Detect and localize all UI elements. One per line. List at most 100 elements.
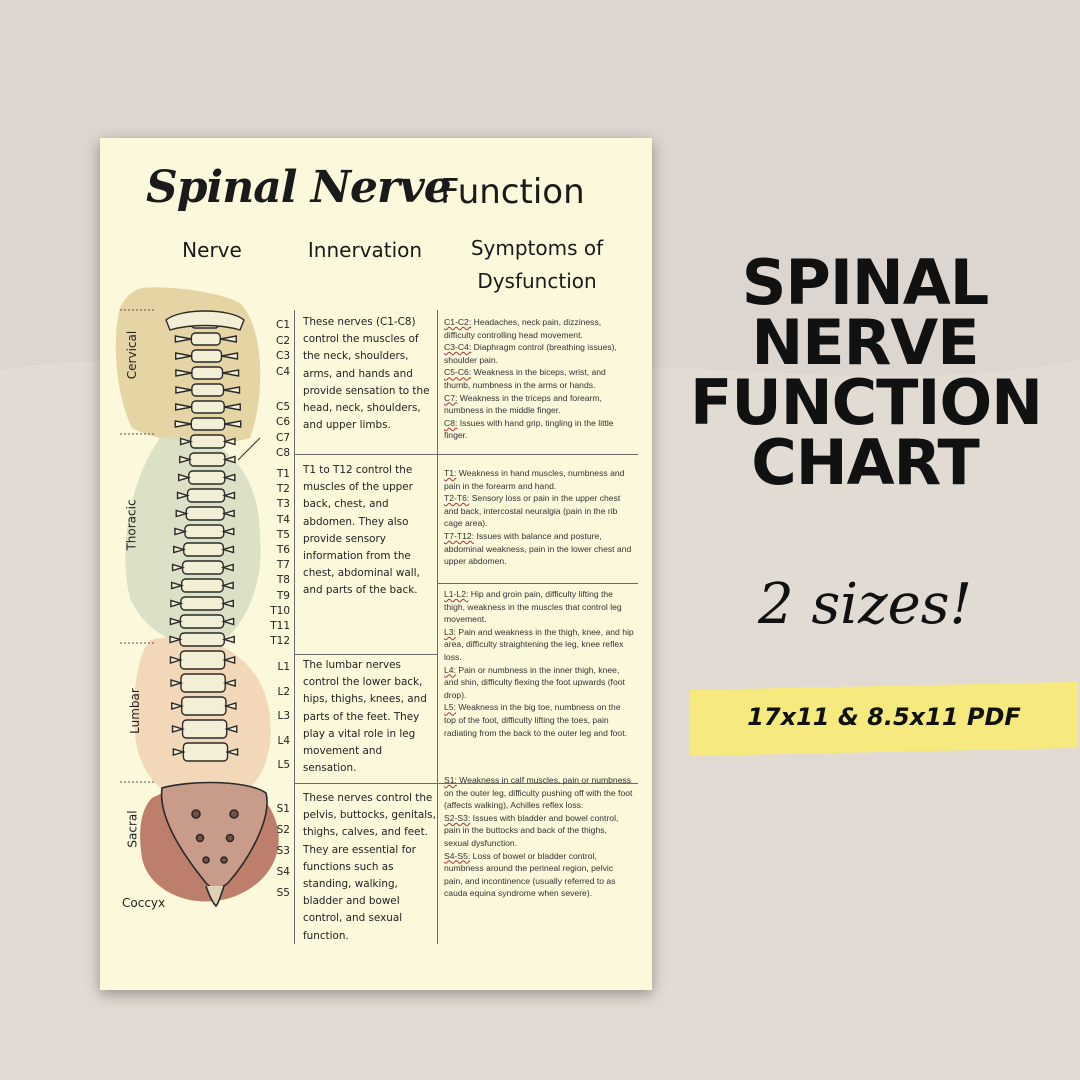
symptom-text: Weakness in calf muscles, pain or numbne…	[444, 775, 633, 811]
nerve-label-c2: C2	[275, 334, 290, 347]
nerve-label-l1: L1	[277, 661, 290, 673]
sacrum	[160, 781, 268, 908]
region-label-sacral: Sacral	[125, 810, 140, 848]
innervation-thoracic: T1 to T12 control the muscles of the upp…	[303, 464, 420, 597]
column-header-nerve: Nerve	[182, 238, 242, 262]
symptom-thoracic-0: T1: Weakness in hand muscles, numbness a…	[444, 467, 634, 492]
vertebra	[190, 417, 226, 431]
vertebra-process	[220, 581, 234, 590]
promo-title-line1: SPINAL	[741, 246, 990, 319]
vertebra-process	[220, 563, 234, 572]
symptom-lumbar-2: L4: Pain or numbness in the inner thigh,…	[444, 664, 634, 702]
nerve-label-c6: C6	[275, 416, 290, 429]
vertebra-process	[174, 335, 192, 343]
nerve-label-t2: T2	[276, 483, 290, 496]
symptom-code: L1-L2:	[444, 589, 469, 599]
vertebra	[181, 696, 227, 716]
nerve-label-c5: C5	[275, 400, 290, 413]
nerve-label-s1: S1	[276, 803, 290, 815]
symptom-text: Weakness in the big toe, numbness on the…	[444, 702, 627, 738]
nerve-label-c8: C8	[275, 447, 290, 460]
vertebra-process	[223, 702, 237, 710]
vertebra-process	[224, 420, 242, 428]
dotted-region-markers	[120, 309, 156, 783]
column-header-symptoms-line1: Symptoms of	[470, 236, 604, 260]
nerve-label-t8: T8	[276, 574, 290, 587]
symptom-text: Weakness in hand muscles, numbness and p…	[444, 468, 625, 491]
vertebra	[179, 614, 225, 629]
symptom-cervical-1: C3-C4: Diaphragm control (breathing issu…	[444, 341, 634, 366]
column-divider-2	[437, 310, 438, 944]
vertebra-process	[174, 352, 192, 360]
vertebra-process	[221, 617, 235, 626]
vertebra-process	[170, 599, 184, 608]
nerve-label-t11: T11	[270, 620, 290, 632]
symptom-code: C7:	[444, 392, 458, 403]
symptom-code: S1:	[444, 775, 457, 785]
vertebra	[179, 650, 226, 670]
column-header-symptoms-line2: Dysfunction	[477, 269, 597, 293]
symptom-cervical-4: C8: Issues with hand grip, tingling in t…	[444, 417, 634, 442]
vertebra-process	[221, 509, 235, 518]
symptom-code: L4:	[444, 664, 456, 675]
innervation-cervical: These nerves (C1-C8) control the muscles…	[303, 316, 430, 432]
symptom-cervical-0: C1-C2: Headaches, neck pain, dizziness, …	[444, 316, 634, 341]
nerve-label-l4: L4	[277, 734, 290, 747]
region-label-lumbar: Lumbar	[127, 688, 142, 734]
vertebra	[182, 742, 229, 762]
symptom-text: Hip and groin pain, difficulty lifting t…	[444, 589, 622, 625]
spine-illustration	[115, 287, 279, 908]
vertebra	[191, 400, 225, 414]
vertebra-process	[221, 635, 235, 644]
nerve-label-t1: T1	[276, 468, 290, 480]
symptoms-sacral: S1: Weakness in calf muscles, pain or nu…	[444, 774, 634, 900]
promo-sizes: 2 sizes!	[758, 572, 972, 637]
row-divider-thoracic	[294, 654, 437, 655]
pointer-line	[237, 437, 261, 461]
promo-title-line4: CHART	[751, 426, 980, 499]
vertebra	[184, 524, 225, 539]
vertebra-process	[175, 386, 193, 394]
vertebra-process	[222, 455, 236, 464]
nerve-label-l5: L5	[277, 759, 290, 772]
region-label-thoracic: Thoracic	[124, 499, 139, 551]
innervation-lumbar: The lumbar nerves control the lower back…	[303, 659, 427, 775]
symptom-thoracic-1: T2-T6: Sensory loss or pain in the upper…	[444, 492, 634, 530]
vertebra-process	[222, 473, 236, 482]
symptom-code: C8:	[444, 417, 458, 428]
vertebra	[191, 383, 225, 397]
vertebra-process	[175, 509, 189, 518]
vertebra-process	[221, 352, 239, 360]
vertebra-process	[223, 386, 241, 394]
symptom-cervical-2: C5-C6: Weakness in the biceps, wrist, an…	[444, 366, 634, 391]
region-label-coccyx: Coccyx	[122, 896, 166, 910]
promo-title: SPINAL NERVE FUNCTION CHART	[690, 246, 1043, 499]
symptom-lumbar-0: L1-L2: Hip and groin pain, difficulty li…	[444, 588, 634, 626]
vertebra	[189, 434, 226, 449]
vertebrae-column	[165, 310, 245, 762]
vertebra-process	[169, 656, 183, 664]
vertebra	[183, 542, 225, 557]
symptom-lumbar-1: L3: Pain and weakness in the thigh, knee…	[444, 626, 634, 664]
vertebra	[191, 366, 224, 380]
nerve-label-c4: C4	[275, 365, 290, 378]
region-label-cervical: Cervical	[125, 330, 140, 380]
symptom-code: T1:	[444, 468, 457, 478]
nerve-label-s2: S2	[276, 824, 290, 836]
nerve-label-t7: T7	[276, 559, 290, 572]
vertebra-process	[179, 437, 194, 446]
vertebra-process	[169, 617, 183, 626]
vertebra-process	[220, 545, 235, 554]
vertebra	[181, 560, 224, 575]
symptom-code: T7-T12:	[444, 530, 475, 541]
symptom-cervical-3: C7: Weakness in the triceps and forearm,…	[444, 392, 634, 417]
row-divider-thoracic-symptoms	[437, 583, 638, 584]
symptom-text: Weakness in the triceps and forearm, num…	[444, 392, 602, 416]
vertebra-process	[222, 656, 236, 664]
symptoms-lumbar: L1-L2: Hip and groin pain, difficulty li…	[444, 588, 634, 739]
symptom-sacral-0: S1: Weakness in calf muscles, pain or nu…	[444, 774, 634, 812]
vertebra	[180, 673, 226, 693]
vertebra-process	[220, 335, 237, 343]
symptom-sacral-2: S4-S5: Loss of bowel or bladder control,…	[444, 850, 634, 900]
symptom-text: Pain or numbness in the inner thigh, kne…	[444, 664, 625, 700]
